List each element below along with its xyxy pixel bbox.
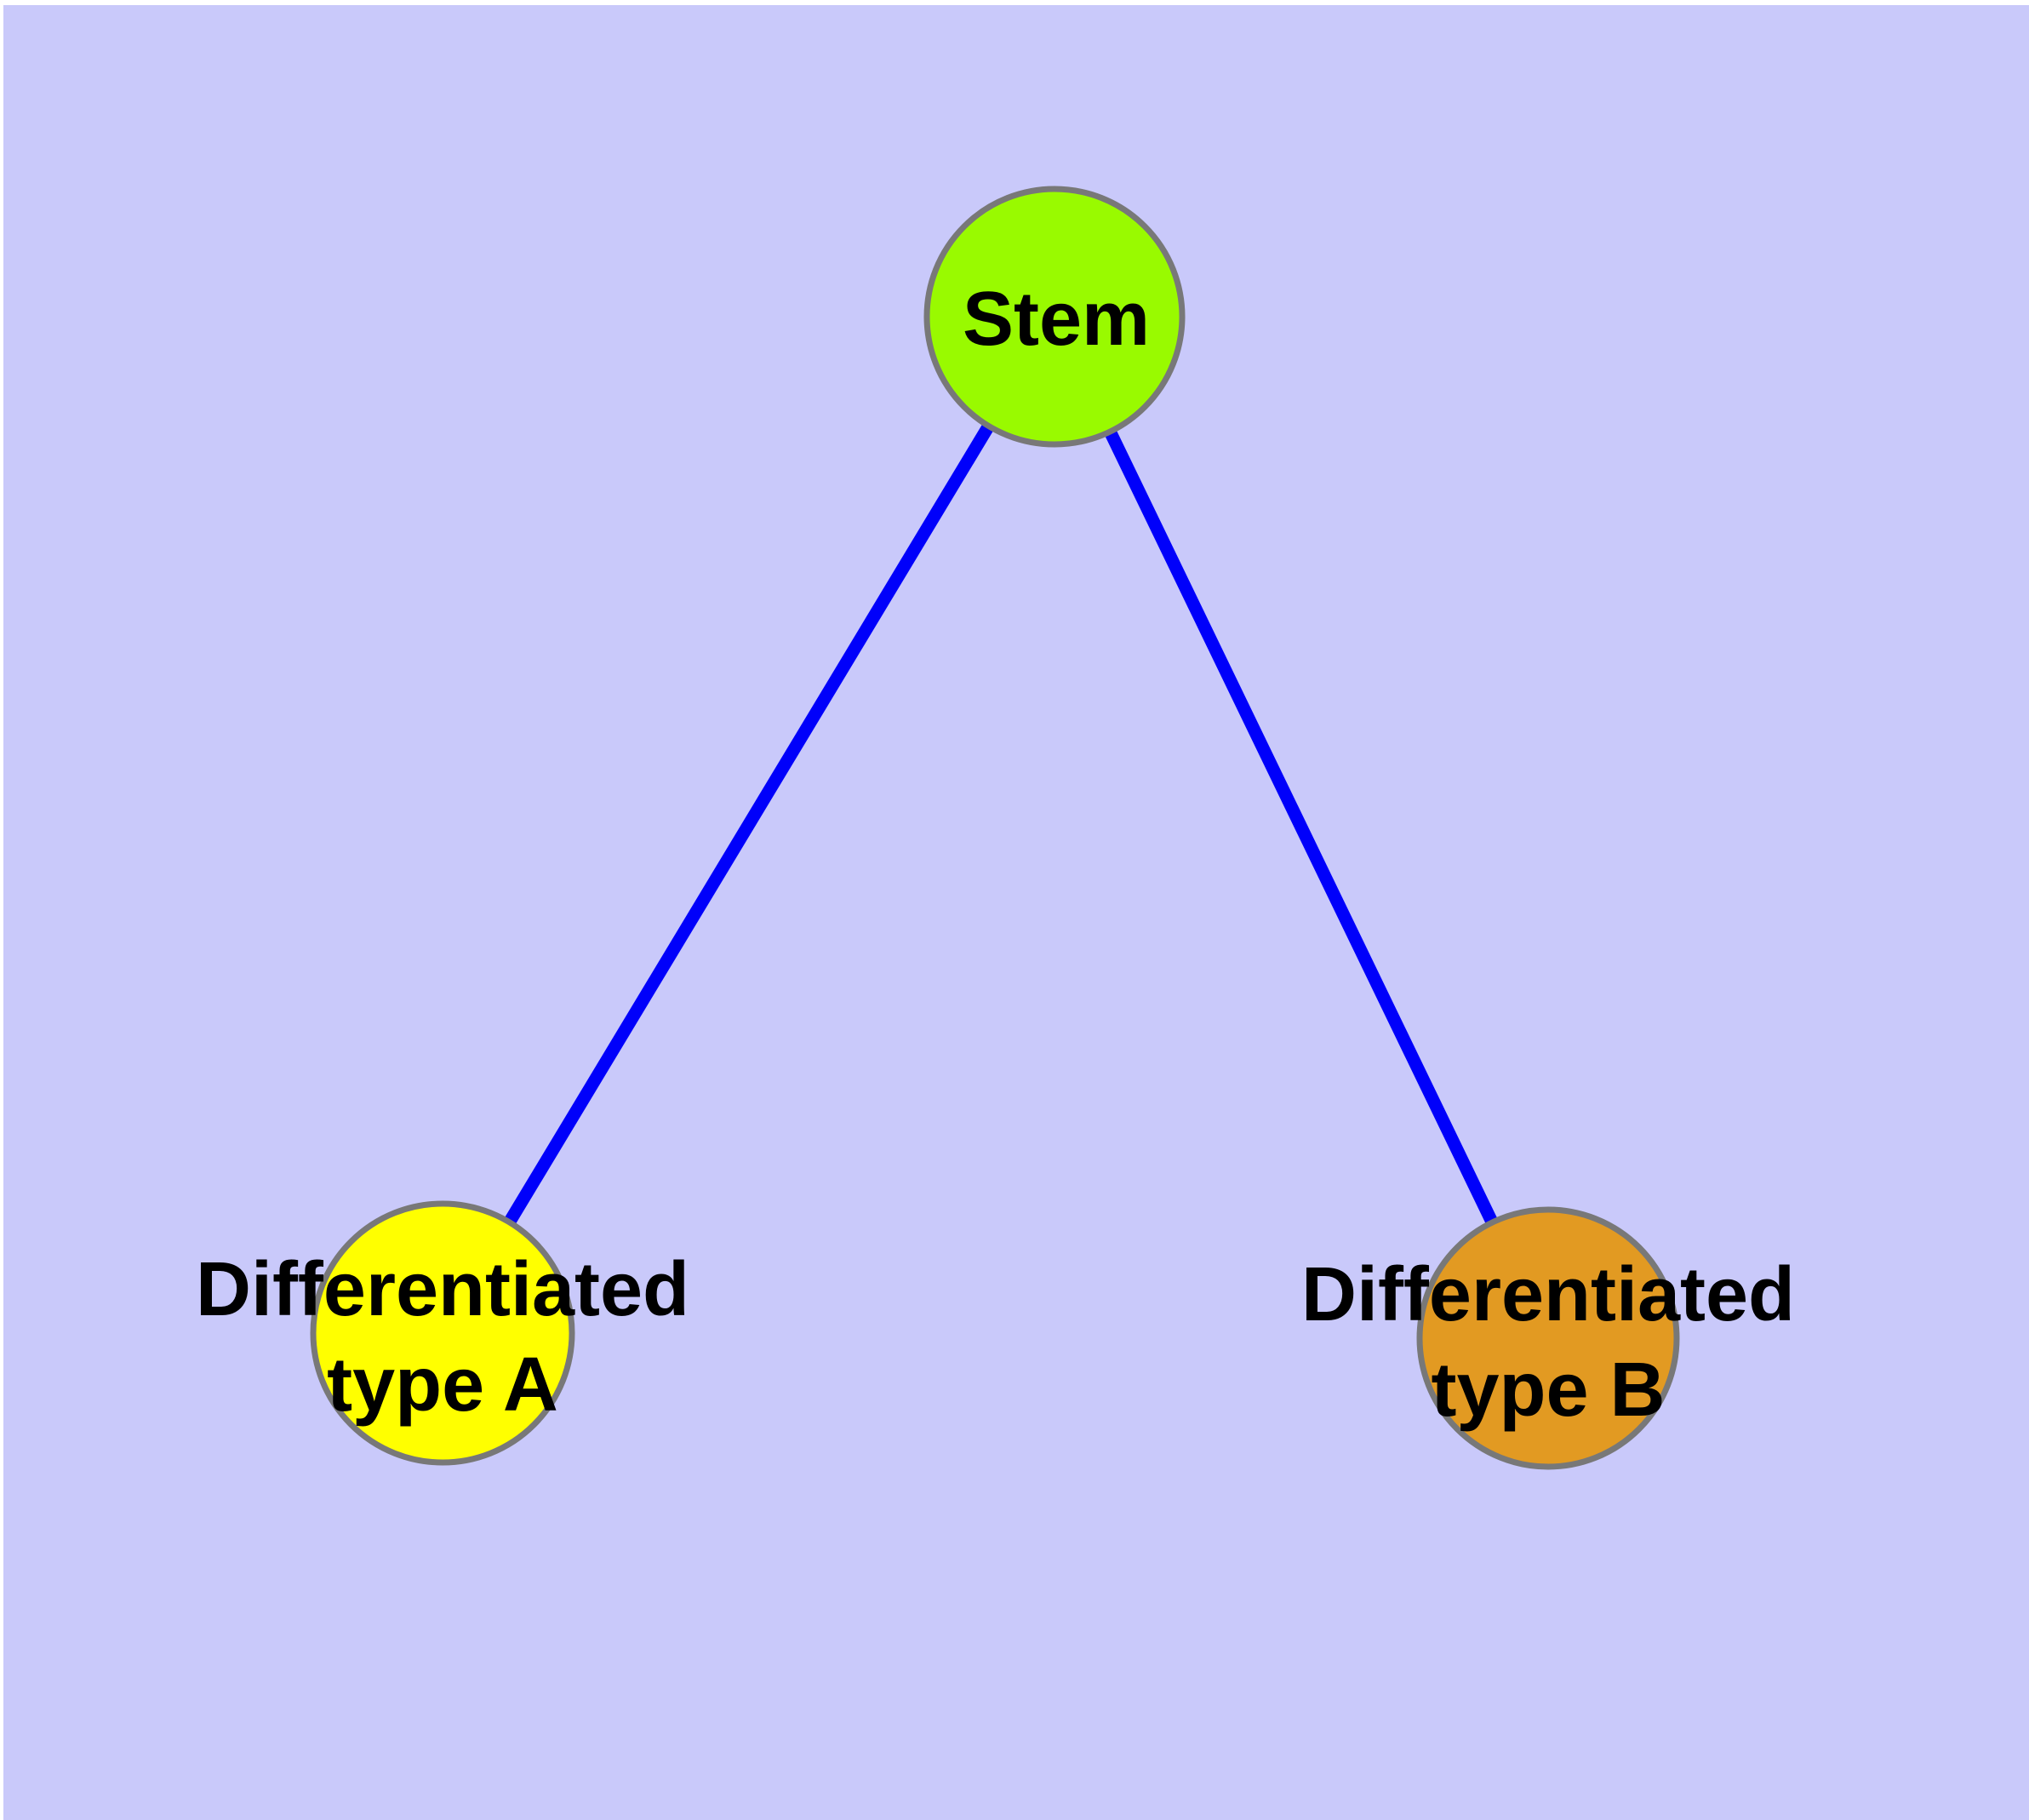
node-type-b-circle	[1416, 1206, 1680, 1470]
node-type-a-label-line1: Differentiated	[196, 1247, 689, 1332]
node-type-b-label-line1: Differentiated	[1301, 1252, 1795, 1337]
edge-stem-to-type-b	[1049, 313, 1554, 1342]
edge-stem-to-type-a	[437, 313, 1060, 1336]
node-type-b-label-line2: type B	[1431, 1348, 1665, 1433]
node-type-a-label-line2: type A	[327, 1342, 558, 1428]
page-margin-top	[0, 0, 2029, 5]
node-type-a-circle	[310, 1200, 575, 1466]
page-margin-left	[0, 0, 3, 1820]
node-stem-label: Stem	[963, 277, 1150, 362]
node-stem-circle	[923, 186, 1186, 448]
